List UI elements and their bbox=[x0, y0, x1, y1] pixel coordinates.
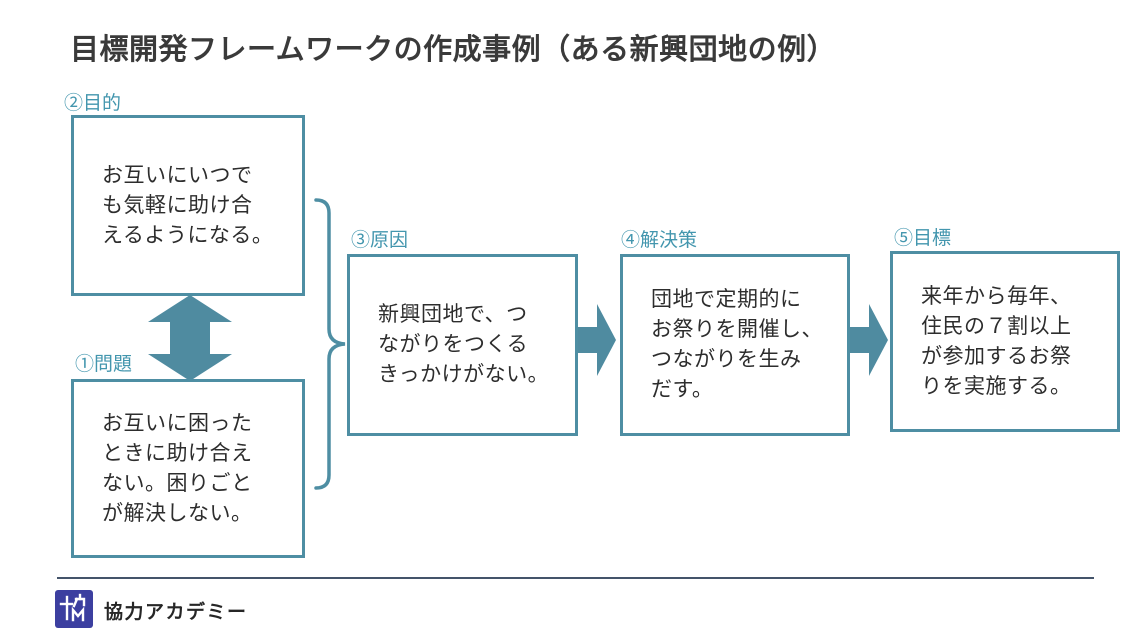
box-problem-text: お互いに困った ときに助け合え ない。困りごと が解決しない。 bbox=[102, 411, 253, 525]
logo-icon bbox=[55, 590, 93, 628]
label-problem: ①問題 bbox=[75, 354, 133, 375]
box-problem: お互いに困った ときに助け合え ない。困りごと が解決しない。 bbox=[71, 379, 305, 558]
arrow-right-icon bbox=[578, 304, 616, 376]
page-title: 目標開発フレームワークの作成事例（ある新興団地の例） bbox=[70, 34, 837, 66]
arrow-right-icon bbox=[850, 304, 888, 376]
box-goal-text: 来年から毎年、 住民の７割以上 が参加するお祭 りを実施する。 bbox=[921, 284, 1072, 398]
label-purpose: ②目的 bbox=[64, 93, 122, 114]
double-arrow-icon bbox=[148, 295, 232, 381]
label-cause: ③原因 bbox=[351, 230, 409, 251]
box-purpose: お互いにいつで も気軽に助け合 えるようになる。 bbox=[71, 115, 305, 296]
box-cause-text: 新興団地で、つ ながりをつくる きっかけがない。 bbox=[378, 303, 550, 386]
box-cause: 新興団地で、つ ながりをつくる きっかけがない。 bbox=[347, 254, 578, 436]
box-purpose-text: お互いにいつで も気軽に助け合 えるようになる。 bbox=[102, 163, 274, 247]
footer-divider bbox=[57, 577, 1094, 579]
label-goal: ⑤目標 bbox=[894, 228, 952, 249]
box-solution: 団地で定期的に お祭りを開催し、 つながりを生み だす。 bbox=[620, 254, 850, 436]
brace-connector-icon bbox=[314, 198, 346, 490]
box-goal: 来年から毎年、 住民の７割以上 が参加するお祭 りを実施する。 bbox=[890, 251, 1120, 432]
label-solution: ④解決策 bbox=[621, 230, 698, 251]
box-solution-text: 団地で定期的に お祭りを開催し、 つながりを生み だす。 bbox=[651, 288, 823, 401]
brand-name: 協力アカデミー bbox=[104, 602, 248, 623]
